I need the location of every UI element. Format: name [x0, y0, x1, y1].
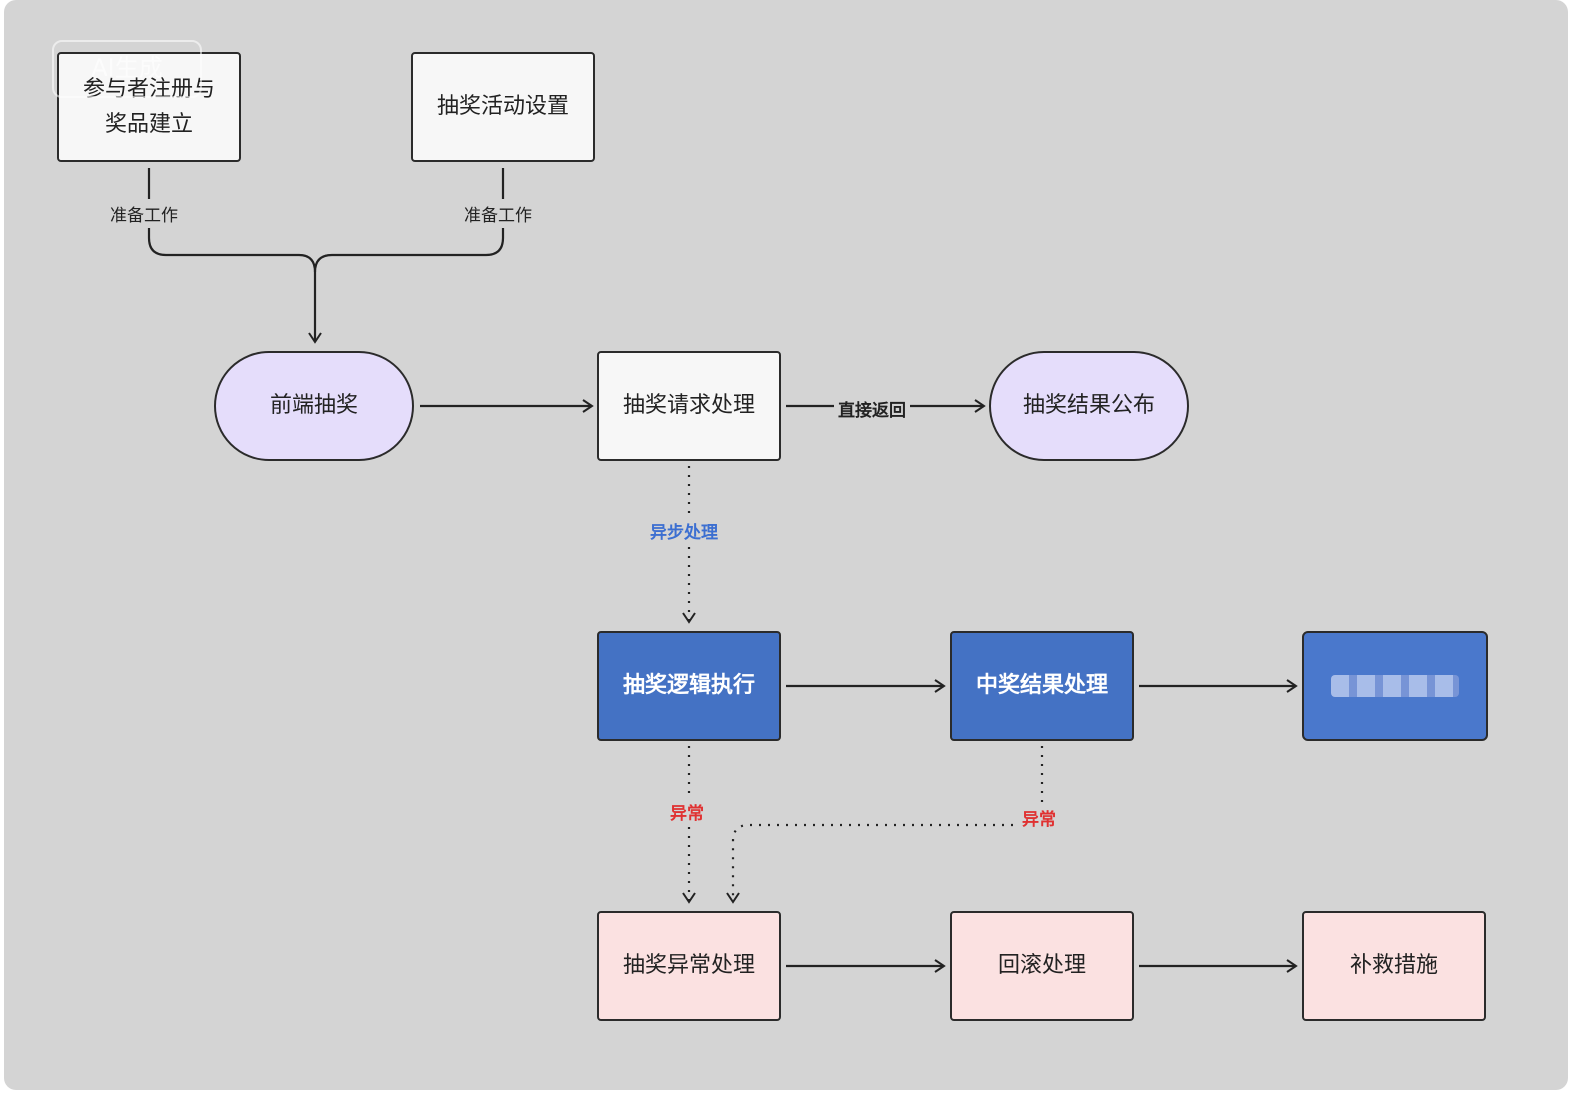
node-publish-label: 抽奖结果公布	[1022, 393, 1155, 419]
node-frontend-label: 前端抽奖	[269, 393, 358, 419]
node-setup-label: 抽奖活动设置	[436, 94, 569, 120]
node-request-label: 抽奖请求处理	[622, 393, 755, 419]
node-register[interactable]: 参与者注册与 奖品建立	[57, 52, 241, 162]
node-publish[interactable]: 抽奖结果公布	[989, 351, 1189, 461]
edge-setup-to-frontend	[313, 168, 505, 273]
connector-layer	[147, 168, 1298, 973]
node-frontend[interactable]: 前端抽奖	[214, 351, 414, 461]
node-setup[interactable]: 抽奖活动设置	[411, 52, 595, 162]
node-exception[interactable]: 抽奖异常处理	[597, 911, 781, 1021]
edge-label-error-left: 异常	[666, 797, 708, 826]
node-rollback[interactable]: 回滚处理	[950, 911, 1134, 1021]
edge-register-to-frontend	[147, 168, 322, 344]
node-exception-label: 抽奖异常处理	[622, 953, 755, 979]
edge-label-error-right: 异常	[1018, 803, 1060, 832]
edge-win-to-exception	[726, 746, 1044, 904]
node-logic-label: 抽奖逻辑执行	[622, 673, 755, 699]
node-rollback-label: 回滚处理	[997, 953, 1086, 979]
node-request[interactable]: 抽奖请求处理	[597, 351, 781, 461]
diagram-canvas: 参与者注册与 奖品建立 抽奖活动设置 前端抽奖 抽奖请求处理 抽奖结果公布 抽奖…	[4, 0, 1568, 1090]
node-logic[interactable]: 抽奖逻辑执行	[597, 631, 781, 741]
node-redacted[interactable]	[1302, 631, 1488, 741]
node-win-label: 中奖结果处理	[975, 673, 1108, 699]
edge-label-prep-right: 准备工作	[460, 199, 536, 228]
edge-label-async: 异步处理	[646, 516, 722, 545]
redacted-blur	[1331, 675, 1459, 697]
edge-label-direct-return: 直接返回	[834, 394, 910, 423]
edge-label-prep-left: 准备工作	[106, 199, 182, 228]
node-win[interactable]: 中奖结果处理	[950, 631, 1134, 741]
node-register-label: 参与者注册与 奖品建立	[82, 76, 215, 137]
node-remedy[interactable]: 补救措施	[1302, 911, 1486, 1021]
node-remedy-label: 补救措施	[1349, 953, 1438, 979]
